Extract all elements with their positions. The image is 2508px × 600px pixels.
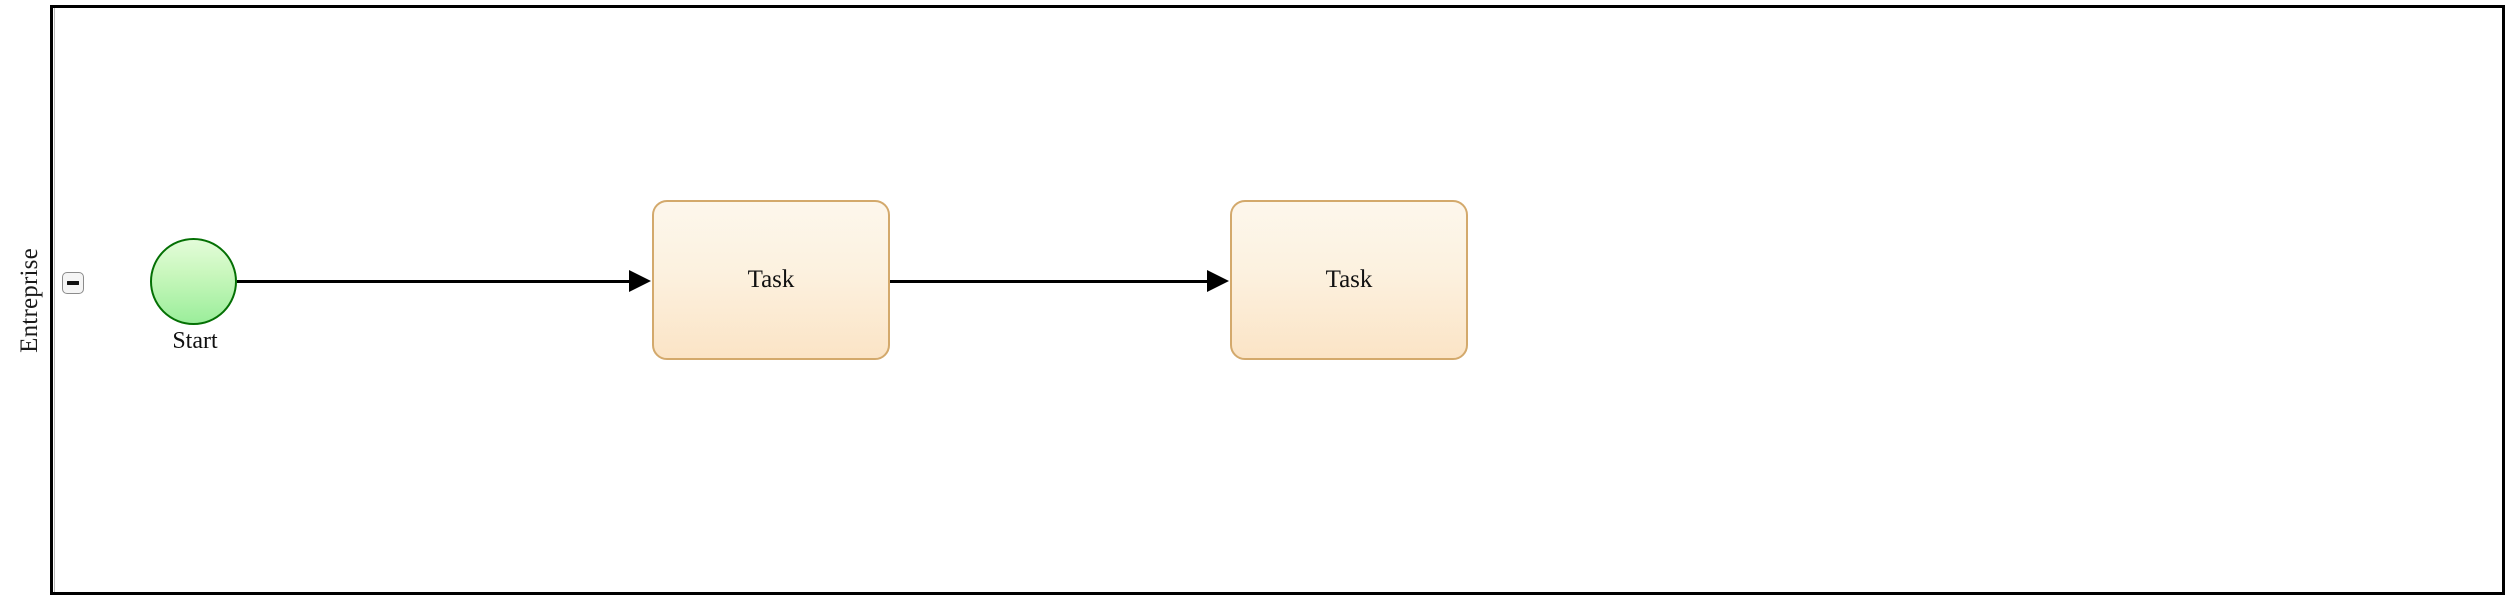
lane-collapse-button[interactable] [62, 272, 84, 294]
minus-icon [67, 281, 79, 285]
arrowhead-icon-2 [1207, 270, 1229, 292]
lane-header-entreprise[interactable]: Entreprise [8, 5, 53, 595]
start-event-node[interactable] [150, 238, 237, 325]
task-node-2-label: Task [1325, 266, 1373, 293]
sequence-flow-2[interactable] [890, 280, 1207, 283]
task-node-1[interactable]: Task [652, 200, 890, 360]
lane-header-label: Entreprise [15, 247, 43, 353]
arrowhead-icon-1 [629, 270, 651, 292]
lane-divider [54, 8, 55, 592]
sequence-flow-1[interactable] [237, 280, 629, 283]
start-event-label: Start [172, 328, 218, 354]
task-node-2[interactable]: Task [1230, 200, 1468, 360]
task-node-1-label: Task [747, 266, 795, 293]
